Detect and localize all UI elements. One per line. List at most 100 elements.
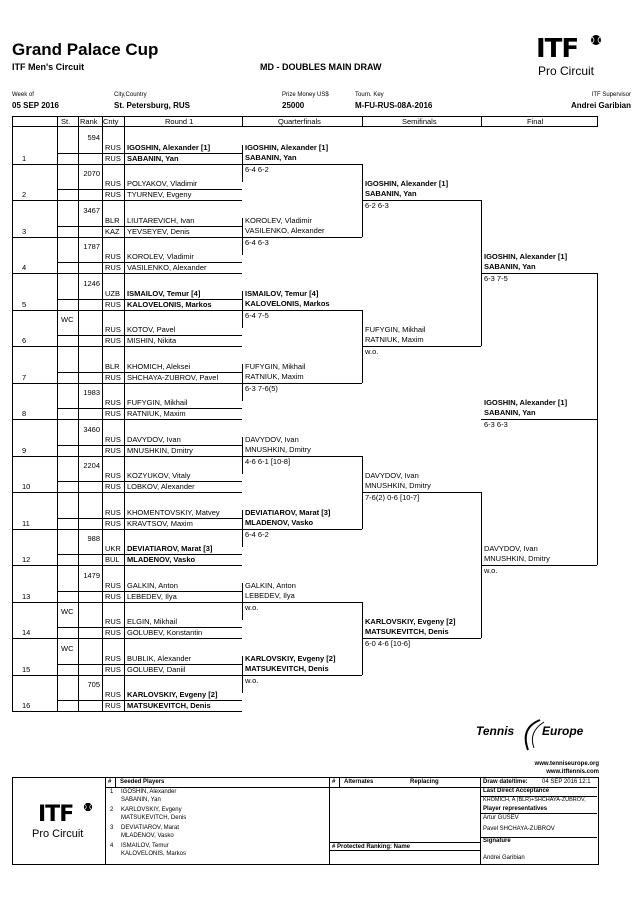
player-country: UKR [105, 544, 121, 553]
bracket-connector [362, 601, 363, 675]
week-label: Week of [12, 92, 34, 98]
row-mid-divider [57, 408, 242, 409]
draw-date-value: 04 SEP 2016 12:1 [542, 779, 591, 785]
team-player-1: DAVYDOV, Ivan [484, 544, 538, 553]
player-name: ISMAILOV, Temur [4] [127, 288, 201, 298]
entry-rank: 594 [87, 132, 100, 142]
seeded-title: Seeded Players [120, 779, 165, 785]
player-country: RUS [105, 153, 121, 163]
entry-status: WC [61, 315, 74, 324]
replacing-title: Replacing [410, 779, 439, 785]
prize-label: Prize Money US$ [282, 92, 329, 98]
url-itftennis[interactable]: www.itftennis.com [546, 769, 599, 775]
draw-date-label: Draw date/time: [483, 779, 528, 785]
winner-player-2: SABANIN, Yan [484, 408, 536, 417]
player-name: MISHIN, Nikita [127, 336, 177, 345]
draw-line-number: 13 [22, 591, 31, 601]
row-mid-divider [57, 663, 242, 665]
pro-circuit-text: Pro Circuit [538, 64, 595, 78]
player-country: RUS [105, 617, 121, 626]
itf-logo-footer-text: ITF [38, 802, 74, 827]
player-country: RUS [105, 263, 121, 272]
header-col-line [242, 116, 243, 127]
entry-rank: 705 [87, 680, 100, 689]
draw-line-number: 4 [22, 263, 27, 272]
player-name: DAVYDOV, Ivan [127, 434, 181, 444]
player-country: RUS [105, 664, 121, 674]
entry-rank: 2070 [83, 169, 100, 178]
grid-column-line [124, 116, 125, 711]
col-quarterfinals: Quarterfinals [278, 117, 321, 126]
tennis-ball-icon [591, 35, 601, 45]
row-divider [12, 638, 242, 639]
match-score: 6-3 7-5 [484, 274, 508, 283]
match-score: w.o. [365, 347, 379, 356]
col-final: Final [527, 117, 544, 126]
player-country: RUS [105, 142, 121, 152]
team-player-1: IGOSHIN, Alexander [1] [365, 179, 449, 188]
row-divider [12, 674, 242, 676]
city-label: City,Country [114, 92, 147, 98]
url-tenniseurope[interactable]: www.tenniseurope.org [534, 761, 599, 767]
player-rep-2: Pavel SHCHAYA-ZUBROV [483, 826, 555, 832]
player-rep-1: Artur GUSEV [483, 815, 519, 821]
team-player-1: DEVIATIAROV, Marat [3] [245, 507, 331, 517]
row-divider [12, 455, 242, 457]
row-divider [12, 163, 242, 165]
lda-value: KHOMICH, A (BLR)+SHCHAYA-ZUBROV, [483, 797, 586, 803]
team-player-1: ISMAILOV, Temur [4] [245, 288, 319, 298]
row-divider [12, 236, 242, 238]
draw-line-number: 9 [22, 445, 27, 455]
team-player-1: IGOSHIN, Alexander [1] [245, 142, 329, 152]
bracket-connector [242, 291, 243, 328]
team-player-2: RATNIUK, Maxim [245, 371, 304, 381]
col-rank: Rank [80, 117, 98, 126]
prize-value: 25000 [282, 101, 305, 110]
entry-rank: 1983 [83, 388, 100, 397]
entry-rank: 988 [87, 534, 100, 543]
col-semifinals: Semifinals [402, 117, 437, 126]
grid-column-line [57, 116, 58, 711]
team-player-2: RATNIUK, Maxim [365, 335, 424, 344]
row-mid-divider [57, 152, 242, 154]
entry-status: WC [61, 643, 74, 653]
row-divider [12, 601, 242, 603]
player-country: RUS [105, 701, 121, 710]
bracket-line [242, 236, 362, 238]
entry-rank: 3467 [83, 205, 100, 215]
seed-player: ISMAILOV, Temur [121, 843, 169, 849]
winner-line [481, 419, 597, 420]
player-name: MLADENOV, Vasko [127, 555, 196, 564]
seed-number: 4 [110, 843, 114, 849]
bracket-line [481, 565, 597, 566]
row-mid-divider [57, 444, 242, 446]
bracket-line [362, 638, 481, 639]
alternates-title: Alternates [344, 779, 374, 785]
itf-logo-text: ITF [536, 34, 579, 64]
lda-label: Last Direct Acceptance [483, 788, 550, 794]
entry-rank: 1246 [83, 278, 100, 288]
team-player-1: DAVYDOV, Ivan [365, 471, 419, 480]
team-player-1: KOROLEV, Vladimir [245, 215, 312, 225]
match-score: 6-0 4-6 [10-6] [365, 639, 411, 648]
col-round1: Round 1 [165, 117, 194, 126]
grid-left-border [12, 116, 13, 711]
entry-rank: 1787 [83, 242, 100, 251]
grid-column-line [102, 116, 103, 711]
row-divider [12, 711, 242, 712]
bracket-line [242, 455, 362, 457]
row-mid-divider [57, 335, 242, 336]
seed-partner: MLADENOV, Vasko [121, 833, 174, 839]
player-name: KARLOVSKIY, Evgeny [2] [127, 690, 218, 699]
player-name: MATSUKEVITCH, Denis [127, 701, 211, 710]
team-player-2: SABANIN, Yan [245, 152, 297, 162]
player-name: VASILENKO, Alexander [127, 263, 207, 272]
alternates-hash: # [332, 779, 336, 785]
player-country: RUS [105, 409, 121, 418]
bracket-connector [362, 309, 363, 383]
week-value: 05 SEP 2016 [12, 101, 60, 110]
player-country: RUS [105, 653, 121, 663]
bracket-line [242, 674, 362, 676]
seed-partner: MATSUKEVITCH, Denis [121, 815, 187, 821]
seed-number: 2 [110, 807, 114, 813]
